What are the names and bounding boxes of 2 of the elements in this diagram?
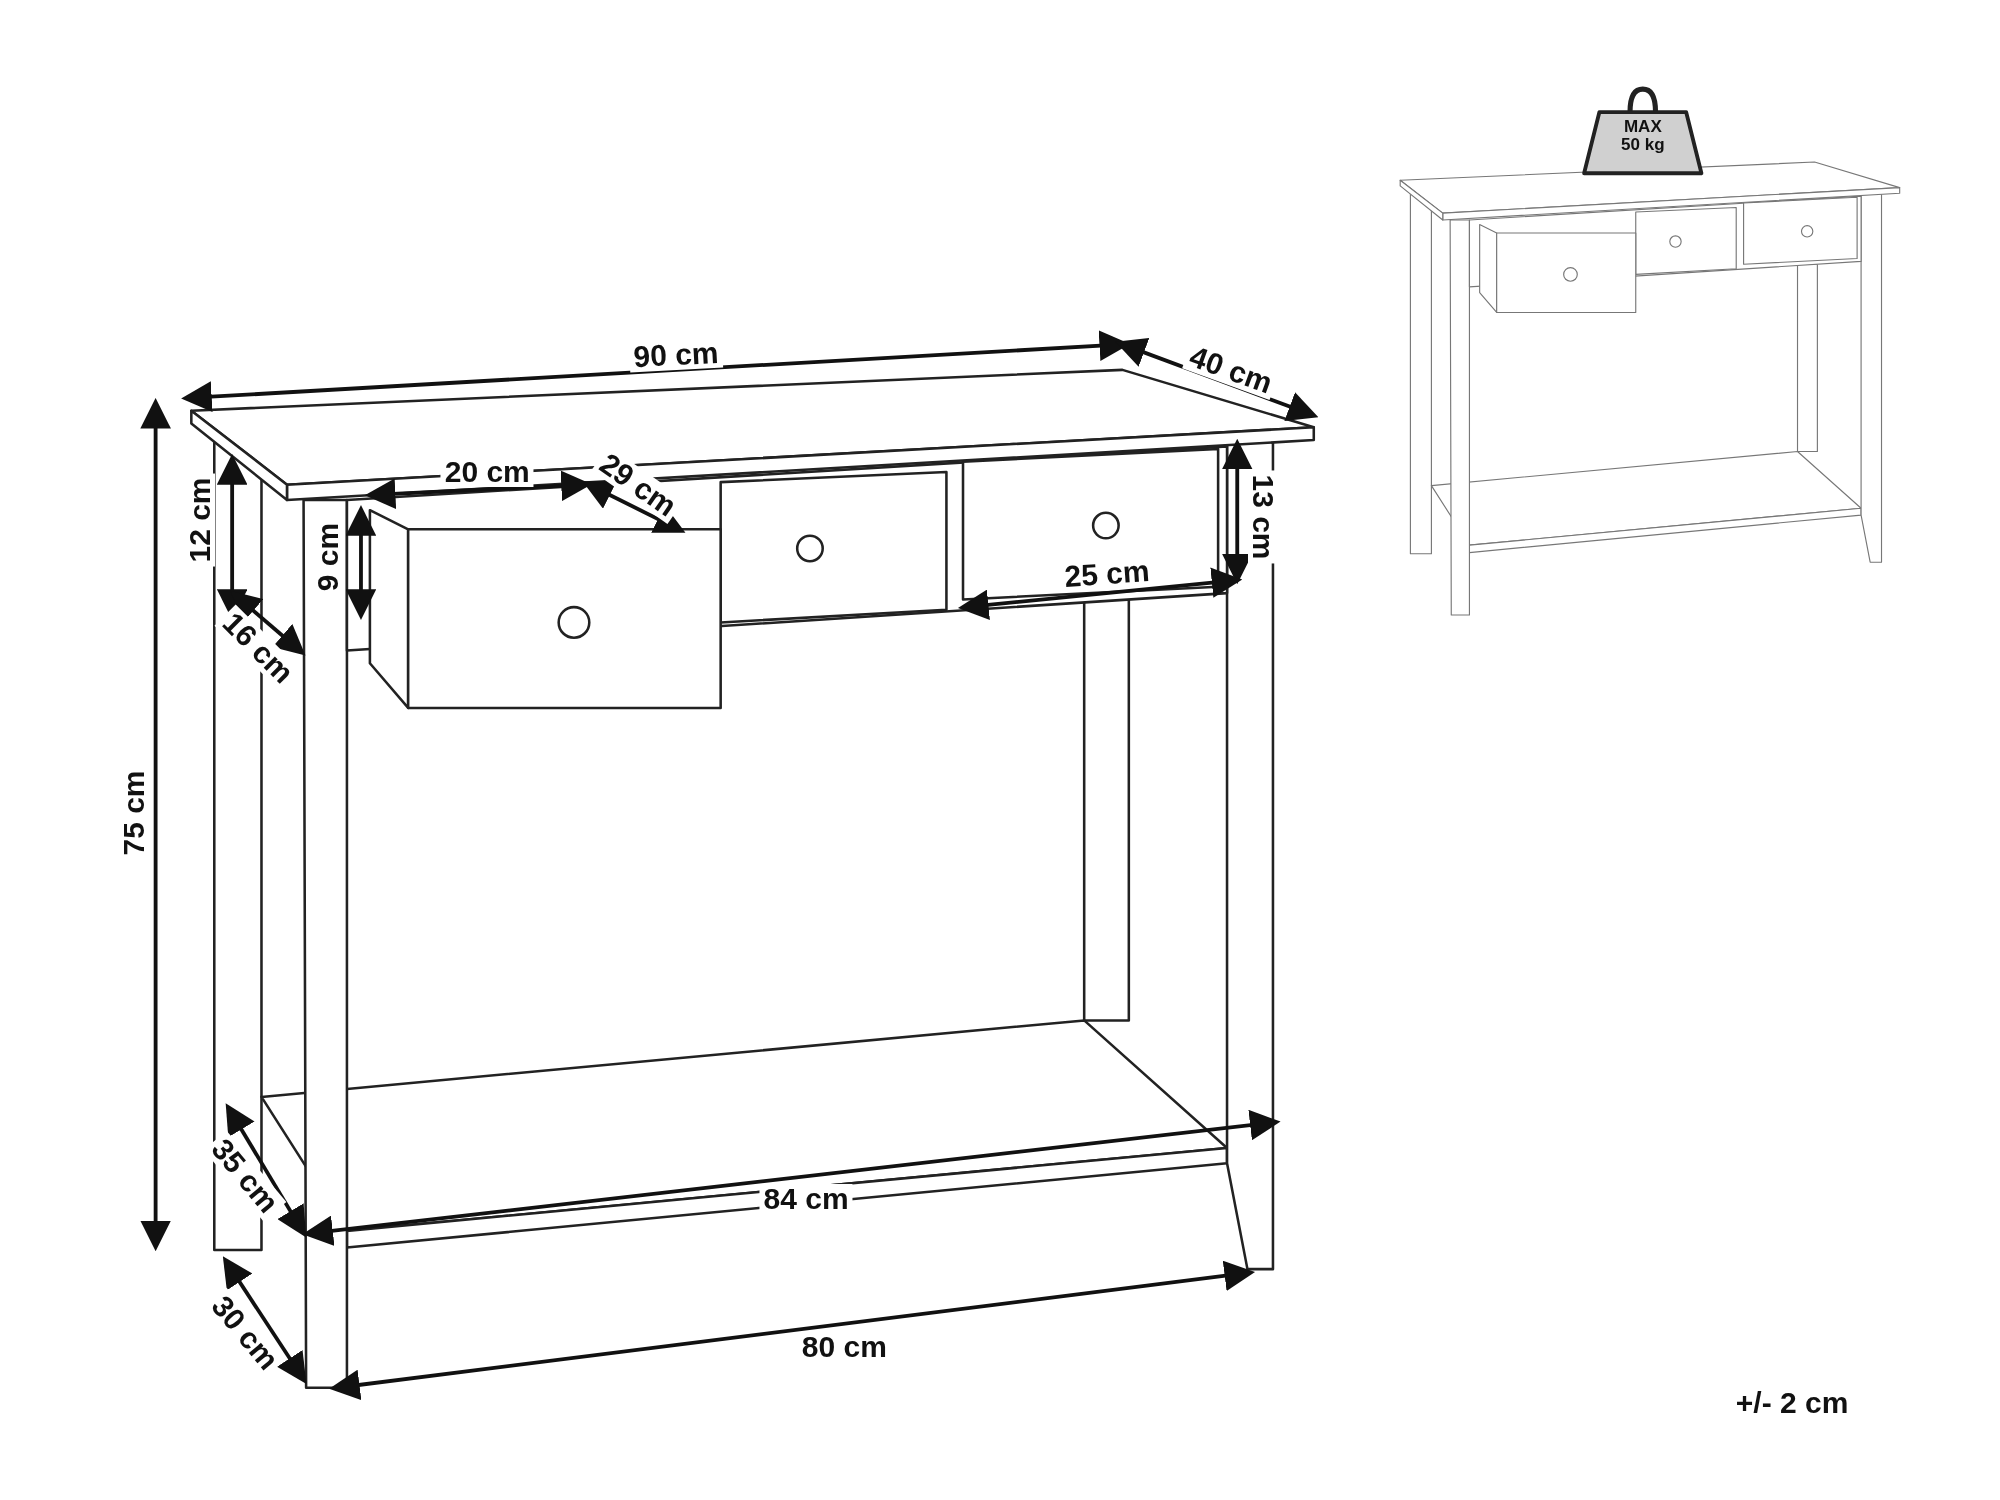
dimension-label: 13 cm	[1247, 470, 1278, 564]
weight-limit-text: MAX 50 kg	[1620, 118, 1666, 154]
